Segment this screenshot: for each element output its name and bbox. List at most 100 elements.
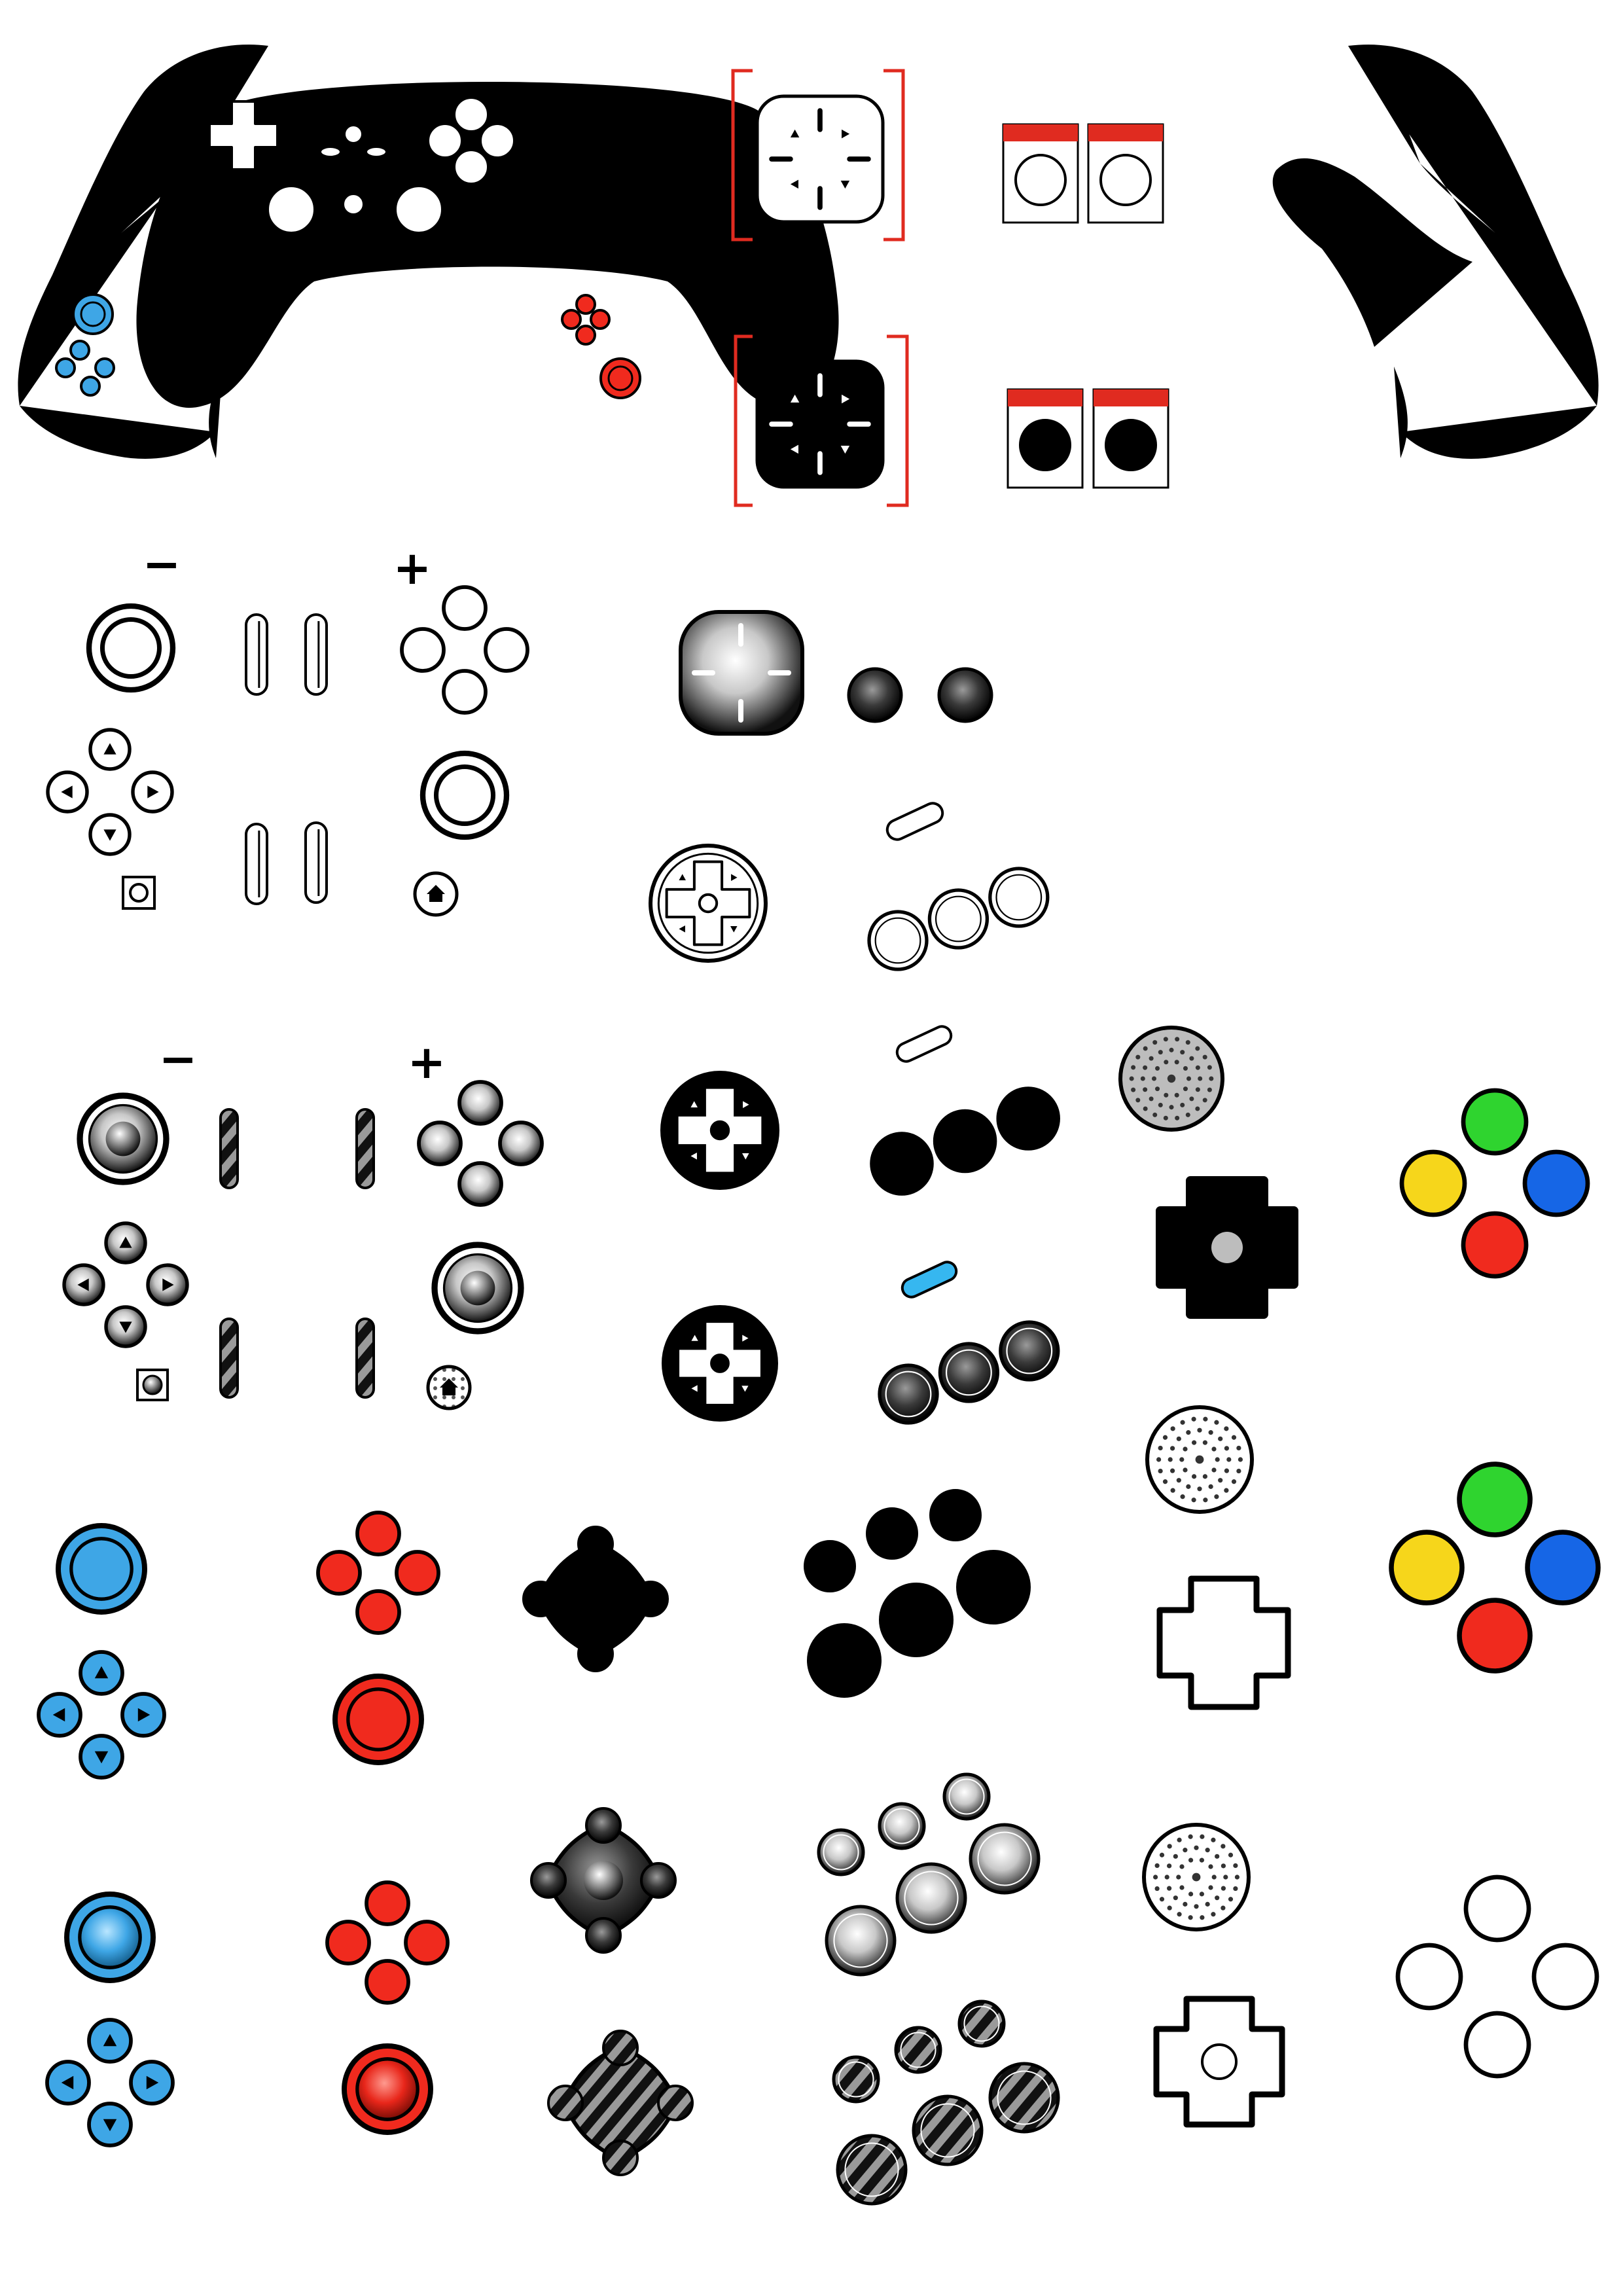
shoulder-bumper-icon [304,821,328,904]
face-button-y [1461,1088,1529,1156]
arrow-right-icon [146,2075,159,2090]
round-button-pair-outline-icon [1002,123,1079,224]
blob-lobe [547,2085,584,2121]
abc-button-rim [874,917,921,964]
bumper-body [355,1108,375,1189]
grille-hole [1183,1066,1188,1071]
controller-start [365,145,388,158]
analog-stick-icon [56,1523,147,1615]
arrow-down-icon [103,2119,117,2132]
grille-hole [1153,1874,1158,1880]
grille-hole [1164,1060,1169,1065]
cluster-button [956,1550,1031,1624]
grille-hole [1156,1457,1162,1462]
face-button-b [1531,1943,1599,2011]
six-button-cluster-icon [804,1489,1031,1698]
arrow-up-icon [690,1101,698,1107]
face-button-a [404,1920,450,1965]
grille-hole [1169,1047,1174,1052]
blob-center [584,1861,623,1900]
abc-button-c [999,1320,1060,1382]
capture-button-icon [122,876,156,910]
dotted-mini-stick [847,667,903,723]
face-button-x [355,1511,401,1556]
cluster-button-a [825,1905,897,1977]
grille-hole [1174,1060,1179,1065]
grille-hole [1186,1430,1191,1435]
grille-hole [1195,1065,1200,1070]
grille-hole [1164,1874,1169,1880]
directional-buttons-icon [37,1650,166,1780]
bumper-body [245,823,268,905]
dpad-cross-circle-icon [660,1071,779,1190]
cluster-button-z [942,1772,991,1821]
dpad-square-body [755,359,885,489]
grille-hole [1215,1457,1220,1462]
cluster-button [807,1623,882,1698]
stick-inner-ring [355,2057,419,2121]
grille-hole [1191,1416,1196,1422]
grille-hole [1207,1087,1212,1092]
blue-button-mini [55,357,76,378]
abc-button-c [996,1086,1060,1151]
grille-hole [1175,1115,1180,1121]
arrow-left-icon [790,444,798,454]
grille-hole [1215,1895,1220,1901]
arrow-down-icon [103,829,116,841]
xbox-face-buttons-icon [1399,1088,1590,1279]
button-card-header [1088,124,1163,141]
arrow-up-icon [103,743,116,755]
face-button-x [1389,1530,1465,1605]
dpad-slot [817,373,823,397]
shoulder-bumper-icon [355,1318,375,1399]
blue-stick-mini-inner [80,301,106,327]
shoulder-bumper-icon [219,1108,239,1189]
grille-hole [1159,1897,1165,1902]
red-button-mini [590,309,611,330]
colored-joycon-set [37,1511,450,2147]
grille-hole [1223,1874,1228,1880]
arrow-right-icon [147,785,159,798]
grille-hole [1231,1435,1237,1440]
grille-hole [1208,1484,1213,1489]
grille-hole [1175,1037,1180,1042]
controller-button [427,122,463,159]
grille-hole [1188,1857,1194,1863]
analog-stick-icon [64,1892,156,1983]
controller-dpad [208,100,279,171]
dpad-center [698,893,719,914]
cluster-button-rim [963,2005,1000,2042]
face-button-a [395,1550,440,1596]
cluster-button-rim [844,2142,899,2197]
dpad-slot [738,623,743,647]
button-card-header [1008,389,1082,406]
arrow-right-icon [162,1278,174,1291]
grille-hole [1211,1874,1217,1880]
hands-holding-controller-illustration [18,45,1599,459]
dpad-cross-circle-icon [649,844,768,963]
home-button-icon [426,1365,472,1410]
dotted-mini-stick [937,667,993,723]
arrow-up-icon [790,129,800,137]
grille-hole [1191,1474,1197,1479]
face-button-b [457,1161,503,1207]
controller-button [479,122,516,159]
cluster-button-rim [948,1778,985,1815]
arrow-up-icon [790,394,800,403]
cluster-button-b [912,2094,984,2166]
grille-hole [1183,1086,1188,1092]
arrow-right-icon [743,1101,749,1108]
directional-buttons-icon [45,2018,175,2147]
xyab-face-buttons-icon [400,585,529,715]
face-button-y [1463,1874,1531,1943]
abc-button-rim [885,1371,932,1418]
cluster-button-rim [833,1913,888,1968]
arrow-right-icon [742,1335,749,1342]
capture-dot [142,1374,163,1395]
stick-center [105,1121,141,1157]
grille-hole [1174,1092,1179,1098]
grille-hole [1180,1420,1185,1425]
dpad-center [710,1354,730,1373]
abc-button-b [927,888,990,950]
grille-hole [1167,1863,1172,1869]
